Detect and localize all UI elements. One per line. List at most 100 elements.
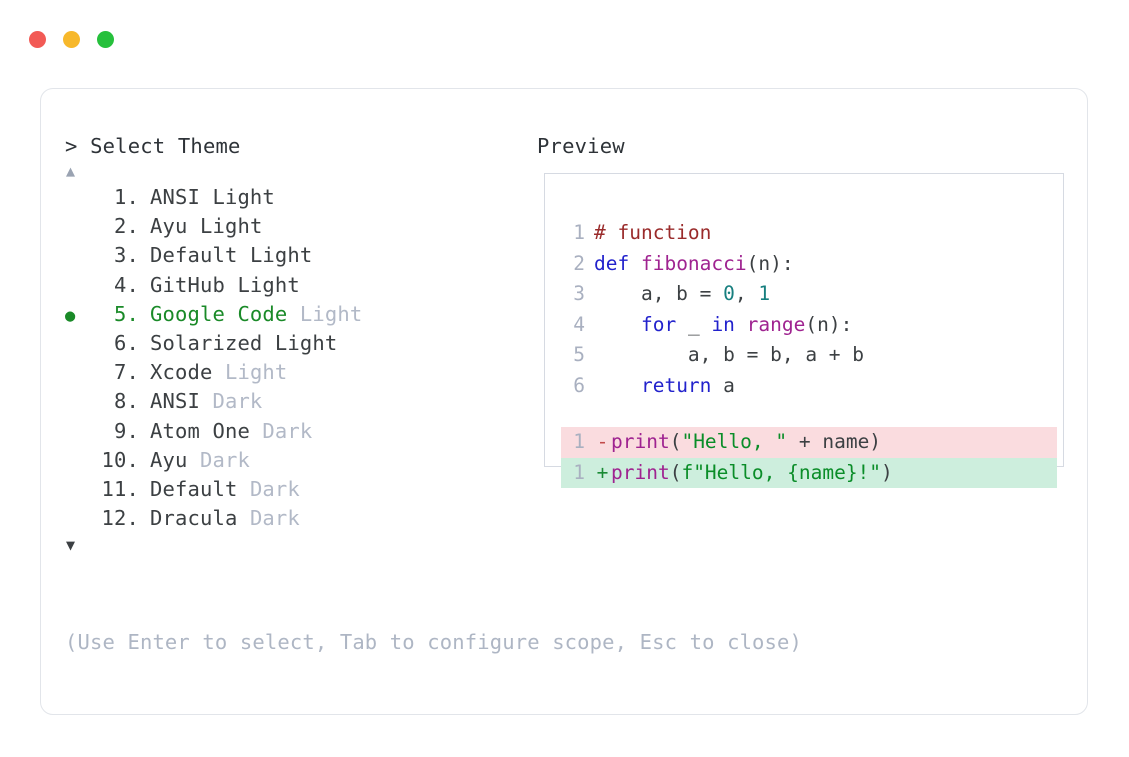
code-token: for: [640, 312, 677, 336]
code-token: fibonacci: [640, 251, 747, 275]
line-number: 3: [573, 282, 585, 305]
code-token: def: [594, 251, 641, 275]
code-line-text: print(f"Hello, {name}!"): [611, 458, 893, 489]
code-token: (: [669, 460, 682, 484]
theme-list-item[interactable]: 1. ANSI Light: [65, 183, 535, 212]
code-token: [594, 313, 641, 336]
theme-item-variant: Dark: [187, 447, 250, 472]
code-line: 3 a, b = 0, 1: [561, 279, 1057, 310]
theme-item-name: ANSI: [150, 185, 200, 209]
theme-item-variant: Light: [224, 272, 300, 297]
code-line: 5 a, b = b, a + b: [561, 340, 1057, 371]
theme-item-number: 1.: [114, 185, 139, 209]
line-number: 6: [573, 373, 585, 397]
theme-list-item[interactable]: 8.ANSI Dark: [65, 387, 535, 416]
theme-item-variant: Light: [187, 214, 263, 239]
theme-item-name: GitHub: [150, 272, 225, 297]
code-token: _: [676, 312, 712, 336]
code-token: a, b =: [594, 282, 724, 305]
code-token: print: [611, 460, 670, 484]
code-token: ): [881, 460, 893, 484]
code-blank-line: [561, 401, 1057, 427]
line-number: 4: [573, 312, 585, 336]
line-number: 2: [573, 251, 585, 275]
code-token: + name): [787, 430, 882, 453]
theme-list-item[interactable]: 7. Xcode Light: [65, 358, 535, 387]
preview-label: Preview: [537, 134, 625, 158]
code-line: 4 for _ in range(n):: [561, 310, 1057, 341]
code-token: [594, 374, 641, 397]
theme-item-number: 3.: [114, 243, 139, 268]
selected-bullet-icon: ●: [65, 305, 76, 326]
theme-item-number: 9.: [114, 418, 139, 443]
theme-item-name: Atom One: [150, 418, 250, 443]
code-token: a: [711, 373, 735, 397]
code-line-text: a, b = b, a + b: [594, 340, 864, 371]
code-line-text: def fibonacci(n):: [594, 249, 794, 280]
window-titlebar: [0, 0, 1129, 78]
code-token: range: [746, 312, 806, 336]
maximize-window-dot[interactable]: [97, 30, 114, 48]
theme-picker-panel: > Select Theme ▲ 1. ANSI Light 2. Ayu Light…: [65, 133, 535, 557]
code-token: 1: [758, 282, 771, 305]
code-line-text: a, b = 0, 1: [594, 279, 770, 310]
page-title: > Select Theme: [65, 134, 241, 158]
close-window-dot[interactable]: [29, 30, 46, 48]
theme-item-number: 4.: [114, 272, 139, 297]
theme-item-number: 12.: [101, 506, 139, 531]
theme-item-number: 6.: [114, 330, 139, 355]
theme-item-name: Ayu: [150, 447, 188, 472]
theme-list-item[interactable]: 11.Default Dark: [65, 475, 535, 504]
theme-item-name: ANSI: [150, 389, 200, 414]
code-line-text: print("Hello, " + name): [611, 427, 881, 458]
code-token: "Hello, ": [681, 430, 788, 453]
diff-sign: -: [596, 430, 609, 453]
line-number: 1: [573, 221, 585, 244]
theme-picker-card: > Select Theme ▲ 1. ANSI Light 2. Ayu Light…: [40, 88, 1088, 715]
code-token: [735, 313, 747, 336]
scroll-down-icon[interactable]: ▼: [66, 536, 76, 555]
theme-item-variant: Light: [199, 185, 275, 209]
line-number: 1: [573, 430, 585, 453]
code-line: 6 return a: [561, 371, 1057, 402]
code-token: # function: [594, 221, 712, 244]
theme-list-item[interactable]: 2. Ayu Light: [65, 212, 535, 241]
theme-item-variant: Dark: [249, 418, 313, 443]
theme-list-item[interactable]: 4. GitHub Light: [65, 271, 535, 300]
theme-item-name: Ayu: [150, 214, 188, 239]
theme-item-number: 5.: [114, 301, 139, 326]
code-token: ,: [734, 282, 759, 305]
theme-list-item[interactable]: 3.Default Light: [65, 241, 535, 270]
code-line-text: for _ in range(n):: [594, 310, 852, 341]
scroll-up-icon[interactable]: ▲: [66, 162, 76, 180]
theme-item-name: Default: [150, 243, 238, 268]
theme-list-item[interactable]: ●5.Google Code Light: [65, 300, 535, 329]
diff-line-removed: 1-print("Hello, " + name): [561, 427, 1057, 458]
theme-list-item[interactable]: 10. Ayu Dark: [65, 446, 535, 475]
keyboard-hint: (Use Enter to select, Tab to configure s…: [65, 630, 803, 654]
theme-item-number: 8.: [114, 389, 139, 414]
code-token: 0: [723, 282, 735, 305]
code-token: a, b = b, a + b: [594, 343, 865, 366]
theme-item-name: Default: [150, 476, 238, 501]
theme-item-variant: Light: [212, 360, 288, 385]
theme-item-name: Solarized: [150, 330, 263, 355]
theme-item-variant: Dark: [237, 506, 300, 531]
theme-item-number: 2.: [114, 214, 139, 239]
theme-list-item[interactable]: 6.Solarized Light: [65, 329, 535, 358]
code-line: 1 # function: [561, 218, 1057, 249]
theme-item-number: 7.: [114, 360, 139, 385]
minimize-window-dot[interactable]: [63, 30, 80, 48]
code-line-text: # function: [594, 218, 711, 249]
code-line-text: return a: [594, 371, 735, 402]
diff-line-added: 1+print(f"Hello, {name}!"): [561, 457, 1057, 489]
theme-item-name: Xcode: [150, 360, 213, 385]
theme-list-item[interactable]: 12.Dracula Dark: [65, 504, 535, 533]
theme-list-item[interactable]: 9. Atom One Dark: [65, 417, 535, 446]
theme-item-number: 11.: [101, 476, 139, 501]
theme-item-number: 10.: [101, 447, 139, 472]
window-controls: [29, 30, 114, 48]
code-token: (: [669, 430, 682, 453]
